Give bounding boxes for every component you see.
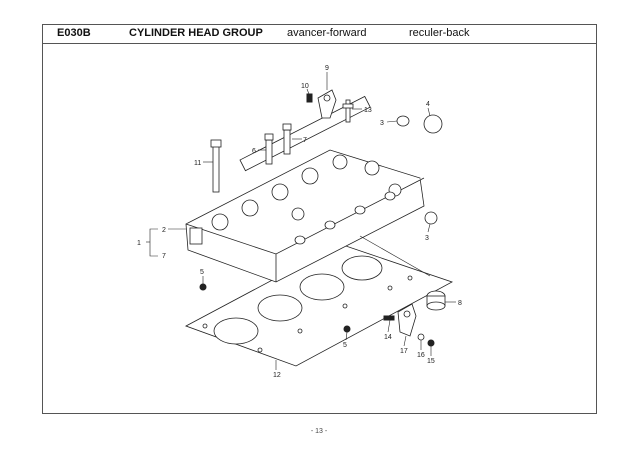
bolt-5-left <box>199 283 207 291</box>
head-gasket <box>185 243 453 367</box>
plug-3-top <box>396 115 410 127</box>
lifting-bracket-9 <box>317 89 337 119</box>
callout-17: 17 <box>400 348 408 355</box>
callout-5-right: 5 <box>343 342 347 349</box>
callout-13: 13 <box>364 107 372 114</box>
stud-7 <box>282 123 292 155</box>
header-bar: E030B CYLINDER HEAD GROUP avancer-forwar… <box>43 25 596 44</box>
head-bolt-11 <box>210 139 222 193</box>
leader-lines <box>146 72 456 370</box>
callout-9: 9 <box>325 65 329 72</box>
stud-14 <box>383 315 395 321</box>
callout-10: 10 <box>301 83 309 90</box>
callout-4: 4 <box>426 101 430 108</box>
callout-7-top: 7 <box>303 137 307 144</box>
callout-12: 12 <box>273 372 281 379</box>
callout-1: 1 <box>137 240 141 247</box>
cylinder-head-block <box>185 95 425 283</box>
cap-4 <box>423 114 443 134</box>
callout-3-top: 3 <box>380 120 384 127</box>
callout-16: 16 <box>417 352 425 359</box>
bolt-10 <box>306 93 313 103</box>
nut-15 <box>427 339 435 347</box>
callout-numbers: 1 2 7 3 3 4 5 5 6 7 8 9 10 11 12 13 14 1… <box>137 65 462 379</box>
stud-6 <box>264 133 274 165</box>
callout-8: 8 <box>458 300 462 307</box>
callout-5-left: 5 <box>200 269 204 276</box>
bracket-17 <box>397 303 417 337</box>
callout-3-side: 3 <box>425 235 429 242</box>
plug-3-side <box>424 211 438 225</box>
forward-link[interactable]: avancer-forward <box>287 27 367 39</box>
callout-2: 2 <box>162 227 166 234</box>
callout-6: 6 <box>252 148 256 155</box>
cup-8 <box>426 290 446 311</box>
callout-15: 15 <box>427 358 435 365</box>
page-frame: E030B CYLINDER HEAD GROUP avancer-forwar… <box>42 24 597 414</box>
callout-7-left: 7 <box>162 253 166 260</box>
nut-16 <box>417 333 425 341</box>
bolt-5-right <box>343 325 351 333</box>
callout-14: 14 <box>384 334 392 341</box>
group-title: CYLINDER HEAD GROUP <box>129 27 263 39</box>
group-code: E030B <box>57 27 91 39</box>
page-number: - 13 - <box>310 428 328 435</box>
callout-11: 11 <box>194 160 201 167</box>
glow-plug-13 <box>342 99 354 123</box>
back-link[interactable]: reculer-back <box>409 27 470 39</box>
